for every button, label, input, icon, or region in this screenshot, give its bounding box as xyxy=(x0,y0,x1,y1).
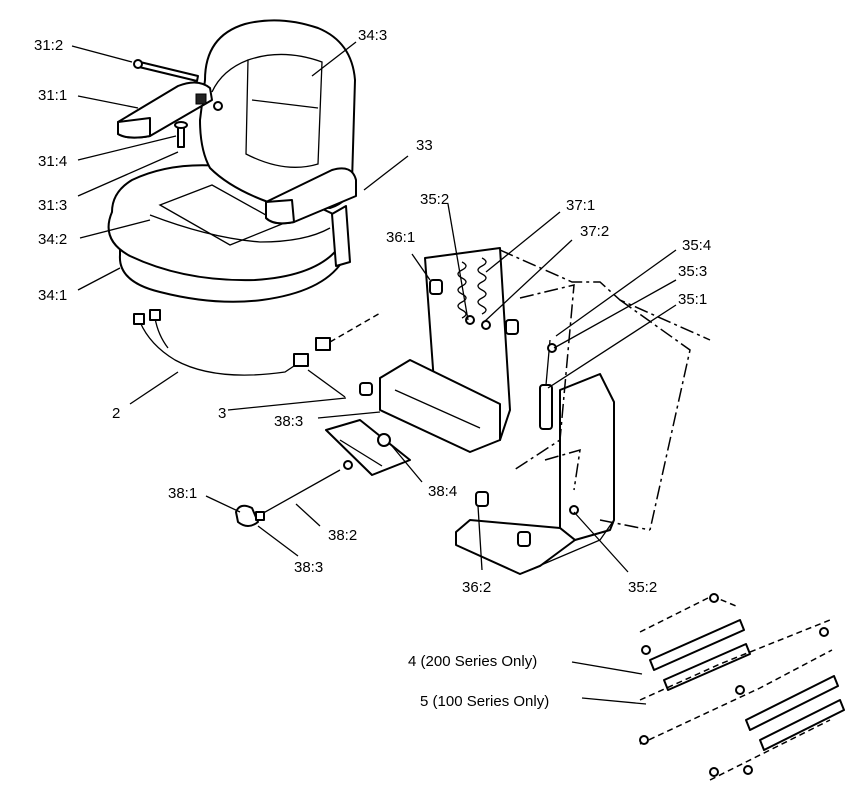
rail-upper-2 xyxy=(663,643,751,691)
seat-assembly xyxy=(107,19,357,303)
spring-right xyxy=(477,257,487,315)
lower-frame xyxy=(379,359,501,453)
handle-mechanism xyxy=(377,433,391,447)
callout-38-3-top: 38:3 xyxy=(274,413,303,430)
callout-35-4: 35:4 xyxy=(682,237,711,254)
callout-2: 2 xyxy=(112,405,120,422)
callout-38-1: 38:1 xyxy=(168,485,197,502)
callout-37-2: 37:2 xyxy=(580,223,609,240)
wire-harness xyxy=(133,309,383,398)
callout-35-3: 35:3 xyxy=(678,263,707,280)
rail-dash-4 xyxy=(709,719,831,781)
callout-34-3: 34:3 xyxy=(358,27,387,44)
callout-34-1: 34:1 xyxy=(38,287,67,304)
rail-lower-1 xyxy=(745,675,839,731)
cushion-seam xyxy=(149,214,331,243)
washer-31-4 xyxy=(174,121,188,129)
seat-side-bracket xyxy=(331,205,351,267)
armrest-left-pad xyxy=(117,117,151,139)
seat-back-panel xyxy=(245,53,323,168)
assembly-line-3 xyxy=(619,299,691,531)
rail-lower-2 xyxy=(759,699,845,751)
slide-rails-inset xyxy=(639,593,845,781)
spring-bolt-2 xyxy=(481,320,491,330)
callout-34-2: 34:2 xyxy=(38,231,67,248)
callout-31-3: 31:3 xyxy=(38,197,67,214)
callout-35-2-top: 35:2 xyxy=(420,191,449,208)
connector-left-2 xyxy=(149,309,161,321)
rail-fastener-3 xyxy=(735,685,745,695)
shock-mount xyxy=(547,343,557,353)
rod-clip xyxy=(255,511,265,521)
callout-38-2: 38:2 xyxy=(328,527,357,544)
rail-upper-1 xyxy=(649,619,745,671)
connector-mate-line xyxy=(329,311,383,343)
rail-dash-1 xyxy=(639,595,737,633)
callout-35-1: 35:1 xyxy=(678,291,707,308)
bumper-36-1 xyxy=(429,279,443,295)
suspension-assembly xyxy=(235,247,711,575)
bumper xyxy=(505,319,519,335)
callout-38-3-bottom: 38:3 xyxy=(294,559,323,576)
seat-back xyxy=(199,19,356,209)
bumper-left xyxy=(359,382,373,396)
side-bracket xyxy=(559,373,615,541)
base-frame xyxy=(455,519,576,575)
adjust-rod xyxy=(257,469,341,517)
rail-fastener-4 xyxy=(819,627,829,637)
callout-38-4: 38:4 xyxy=(428,483,457,500)
callout-36-1: 36:1 xyxy=(386,229,415,246)
spring-left xyxy=(457,261,467,319)
pivot xyxy=(343,460,353,470)
slider-plate xyxy=(325,419,411,476)
connector-mid xyxy=(315,337,331,351)
callout-33: 33 xyxy=(416,137,433,154)
rail-fastener-7 xyxy=(639,735,649,745)
callout-5: 5 (100 Series Only) xyxy=(420,693,549,710)
slider-rail xyxy=(339,439,383,467)
rail-dash-2 xyxy=(639,649,833,745)
callout-35-2-bottom: 35:2 xyxy=(628,579,657,596)
rail-fastener-6 xyxy=(743,765,753,775)
assembly-line-4 xyxy=(544,448,581,491)
frame-rail xyxy=(394,389,481,429)
wire-3 xyxy=(307,369,346,398)
harness-wire xyxy=(139,321,301,376)
bumper-36-2a xyxy=(475,491,489,507)
callout-31-1: 31:1 xyxy=(38,87,67,104)
rail-fastener-5 xyxy=(709,767,719,777)
rail-fastener xyxy=(641,645,651,655)
leader-lines xyxy=(71,41,677,705)
rail-fastener-2 xyxy=(709,593,719,603)
connector-left-1 xyxy=(133,313,145,325)
callout-4: 4 (200 Series Only) xyxy=(408,653,537,670)
assembly-line-1 xyxy=(499,249,711,341)
bumper-36-2b xyxy=(517,531,531,547)
connector-right xyxy=(293,353,309,367)
shock-absorber xyxy=(539,384,553,430)
nut xyxy=(213,101,223,111)
assembly-line-5 xyxy=(599,519,651,531)
callout-31-4: 31:4 xyxy=(38,153,67,170)
armrest-left-pivot xyxy=(195,93,207,105)
armrest-right-pad xyxy=(265,199,295,225)
bolt-head xyxy=(133,59,143,69)
callout-37-1: 37:1 xyxy=(566,197,595,214)
harness-wire-2 xyxy=(154,317,169,349)
seat-back-seam-left xyxy=(211,59,249,93)
callout-3: 3 xyxy=(218,405,226,422)
adjust-knob xyxy=(235,504,259,527)
callout-36-2: 36:2 xyxy=(462,579,491,596)
seat-back-seam xyxy=(251,99,319,109)
callout-31-2: 31:2 xyxy=(34,37,63,54)
callout-labels: 31:2 31:1 31:4 31:3 34:2 34:1 34:3 33 35… xyxy=(34,27,711,710)
assembly-line-2 xyxy=(513,284,575,471)
bolt-31-2 xyxy=(138,61,199,82)
bolt-35-2 xyxy=(569,505,579,515)
